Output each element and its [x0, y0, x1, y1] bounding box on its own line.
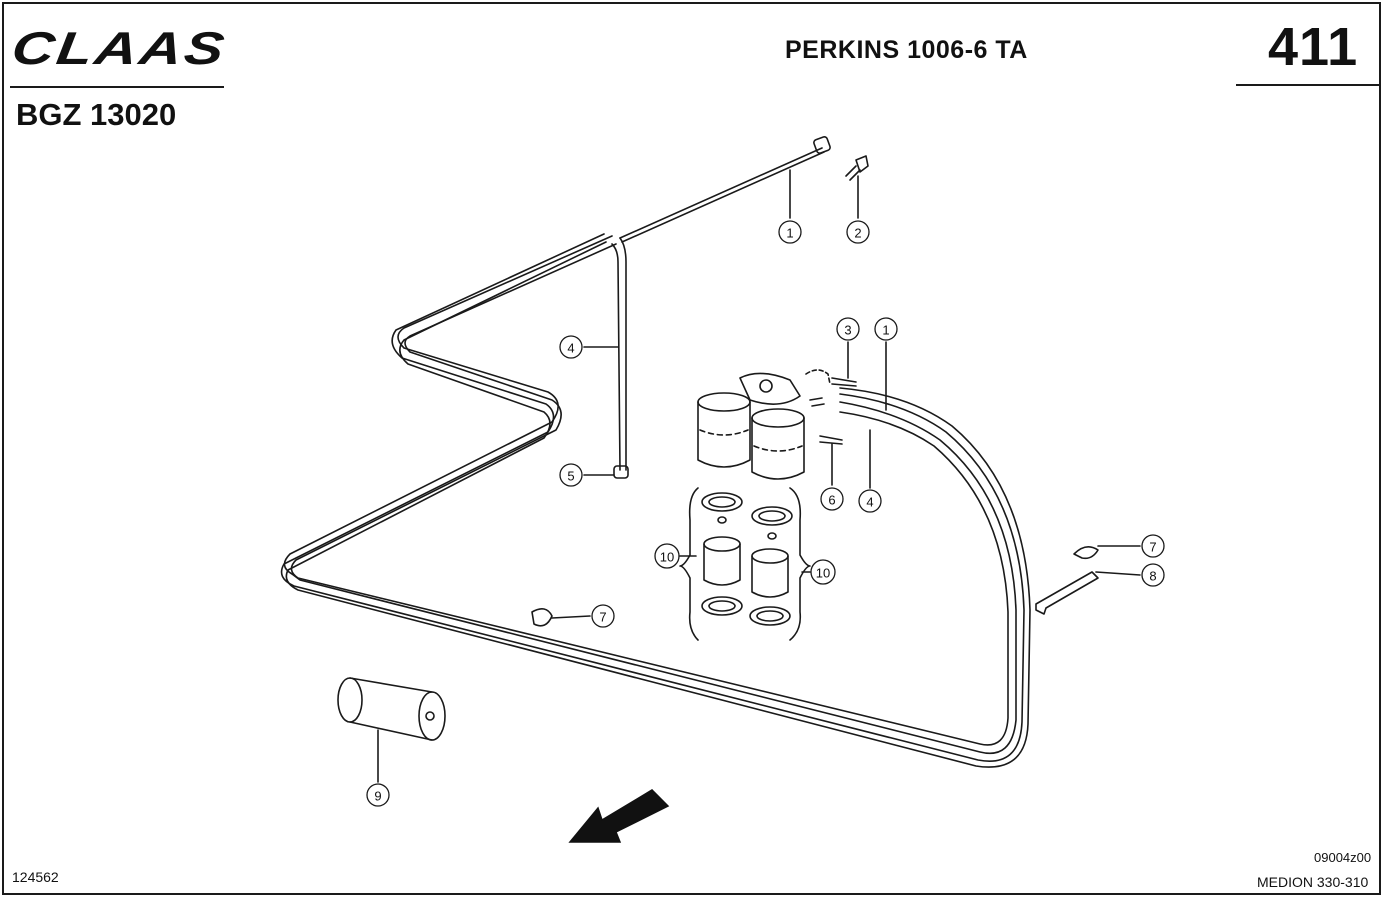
fitting-6 [819, 435, 843, 445]
fuel-line-vertical-2 [619, 237, 627, 471]
callout-circle [810, 559, 836, 585]
kit-brace-left [679, 487, 699, 641]
fuel-line-loop-inner-2 [285, 241, 1031, 768]
callout-circle [820, 487, 844, 511]
nut-5 [613, 465, 629, 479]
callout-circle [1141, 563, 1165, 587]
fuel-line-vertical [611, 243, 621, 471]
callout-label: 10 [660, 550, 674, 565]
callout-circle [366, 783, 390, 807]
page-number: 411 [1268, 17, 1359, 77]
seal-ring [701, 492, 743, 512]
callout-label: 4 [866, 495, 873, 510]
clip-left [531, 608, 553, 627]
callout-label: 5 [567, 469, 574, 484]
page-title: PERKINS 1006-6 TA [785, 36, 1028, 64]
header-rule-left [10, 86, 224, 88]
callout-circle [846, 220, 870, 244]
screw-3 [831, 377, 857, 387]
header-rule-right [1236, 84, 1379, 86]
seal-ring [701, 596, 743, 616]
callout-circle [858, 489, 882, 513]
fuel-line-upper-2 [621, 151, 825, 243]
bracket-8 [1035, 571, 1099, 615]
callout-circle [836, 317, 860, 341]
fuel-line-nut [813, 136, 831, 154]
kit-brace-right [789, 487, 811, 641]
fuel-line-loop-inner [290, 243, 1009, 746]
document-code: 09004z00 [1314, 850, 1372, 865]
filter-element-left [703, 536, 741, 586]
callout-label: 3 [844, 323, 851, 338]
seal-ring [749, 606, 791, 626]
callout-circle [654, 543, 680, 569]
callout-circle [559, 463, 583, 487]
claas-logo: CLAAS [14, 22, 230, 70]
group-code: BGZ 13020 [16, 97, 177, 132]
fuel-line-loop-outer [283, 235, 1017, 754]
callout-label: 8 [1149, 569, 1156, 584]
callout-label: 7 [599, 610, 606, 625]
fuel-filter-assembly [697, 369, 831, 480]
direction-arrow [568, 789, 670, 843]
banjo-bolt [845, 155, 869, 181]
callout-circle [874, 317, 898, 341]
callout-circle [778, 220, 802, 244]
claas-logo-text: CLAAS [14, 22, 230, 70]
callout-label: 7 [1149, 540, 1156, 555]
callout-circle [591, 604, 615, 628]
callout-label: 6 [828, 493, 835, 508]
drawing-number: 124562 [12, 869, 59, 885]
callout-label: 1 [882, 323, 889, 338]
seal-ring [751, 506, 793, 526]
callout-label: 9 [374, 789, 381, 804]
oil-filter [337, 677, 446, 741]
machine-model: MEDION 330-310 [1257, 874, 1369, 890]
fuel-line-loop-outer-2 [280, 233, 1025, 762]
clip-right [1073, 546, 1099, 560]
callout-circle [559, 335, 583, 359]
filter-element-right [751, 548, 789, 598]
callout-label: 4 [567, 341, 574, 356]
callout-label: 1 [786, 226, 793, 241]
callout-label: 10 [816, 566, 830, 581]
callout-label: 2 [854, 226, 861, 241]
callout-circle [1141, 534, 1165, 558]
fuel-line-upper [619, 147, 823, 239]
